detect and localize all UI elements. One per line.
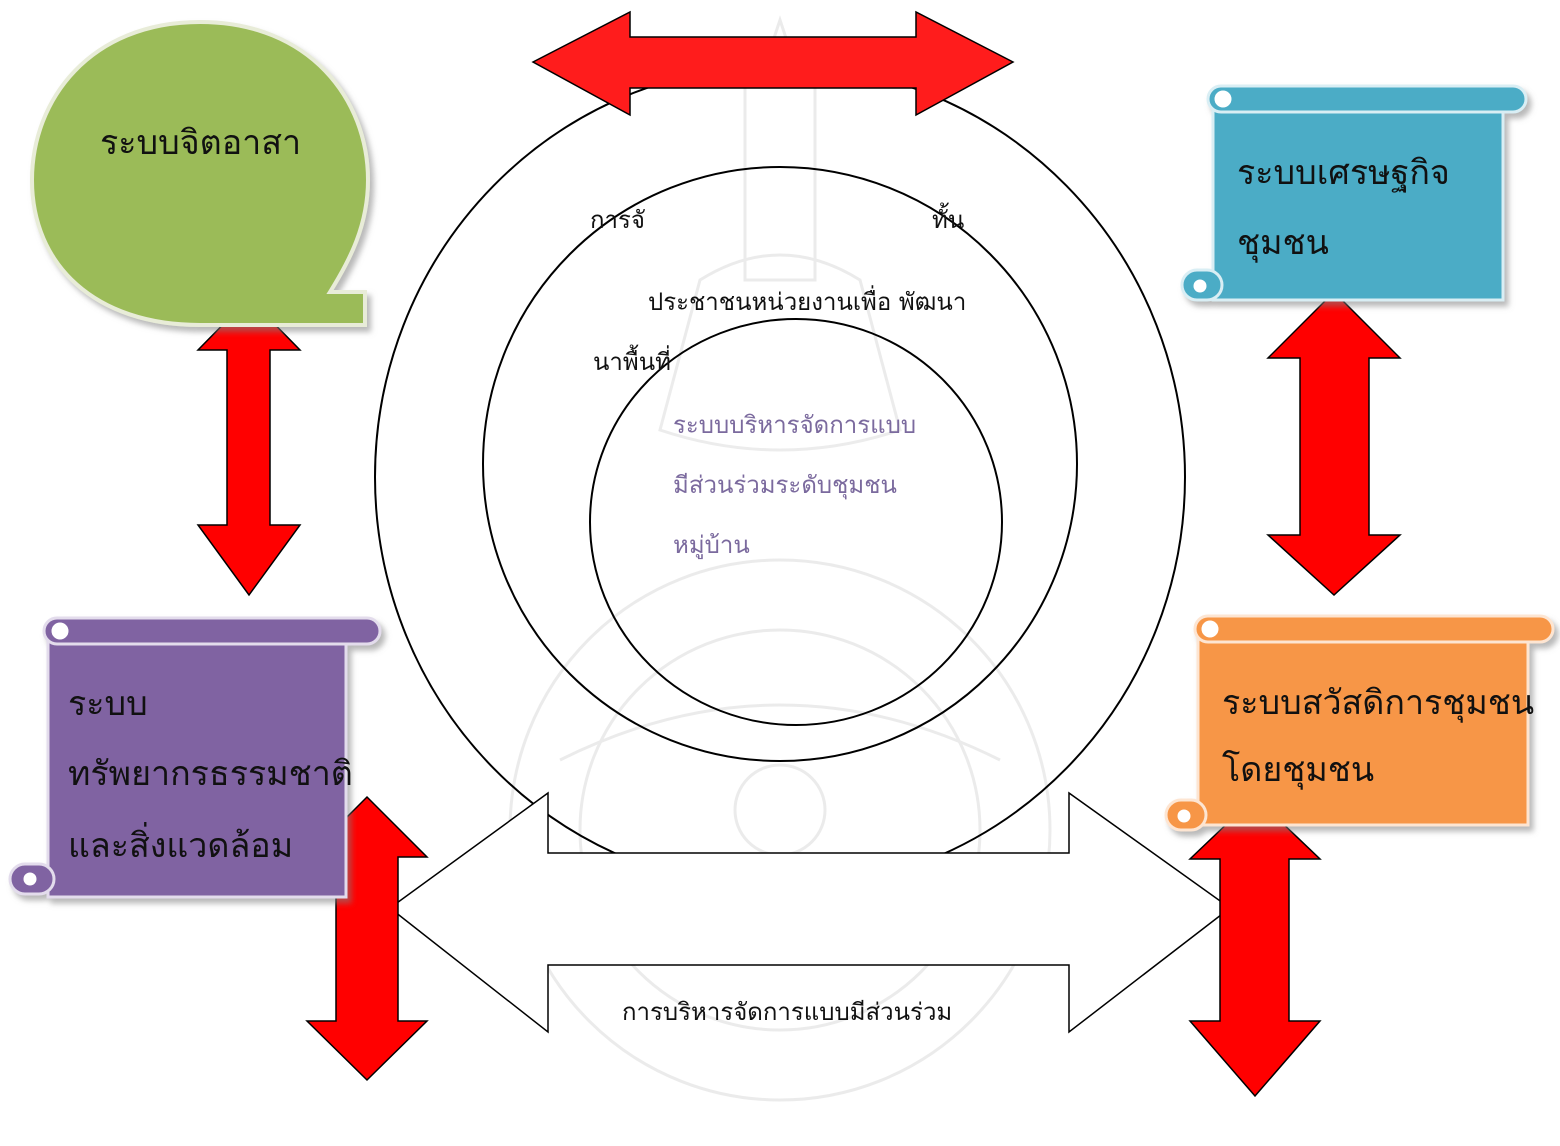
right-vertical-arrow [1266, 290, 1402, 597]
outer-ring-text-right: ทั้น [932, 206, 965, 234]
left-vertical-arrow [196, 296, 302, 597]
resource-scroll [8, 616, 382, 899]
top-double-arrow [531, 10, 1015, 117]
inner-ring-text-line3: หมู่บ้าน [673, 531, 750, 559]
outer-ring-text-left: การจั [590, 206, 645, 234]
volunteer-system-label: ระบบจิตอาสา [100, 123, 302, 163]
economy-system-line2: ชุมชน [1237, 223, 1329, 263]
middle-ring [482, 166, 1078, 762]
inner-ring [589, 318, 1003, 726]
bottom-arrow-text: การบริหารจัดการแบบมีส่วนร่วม [622, 998, 953, 1026]
inner-ring-text-line1: ระบบบริหารจัดการแบบ [673, 411, 917, 439]
resource-system-line2: ทรัพยากรธรรมชาติ [68, 754, 353, 794]
middle-ring-text-line1: ประชาชนหน่วยงานเพื่อ พัฒนา [648, 288, 967, 316]
welfare-scroll [1164, 614, 1555, 832]
volunteer-bubble [29, 19, 371, 327]
economy-scroll [1180, 84, 1528, 302]
welfare-system-line2: โดยชุมชน [1222, 750, 1375, 790]
resource-system-line3: และสิ่งแวดล้อม [68, 826, 294, 866]
middle-ring-text-line2: นาพื้นที่ [593, 348, 671, 376]
economy-system-line1: ระบบเศรษฐกิจ [1237, 153, 1450, 193]
resource-system-line1: ระบบ [68, 684, 148, 724]
welfare-system-line1: ระบบสวัสดิการชุมชน [1222, 683, 1535, 723]
lower-right-vertical-arrow [1188, 795, 1322, 1098]
inner-ring-text-line2: มีส่วนร่วมระดับชุมชน [673, 471, 897, 499]
